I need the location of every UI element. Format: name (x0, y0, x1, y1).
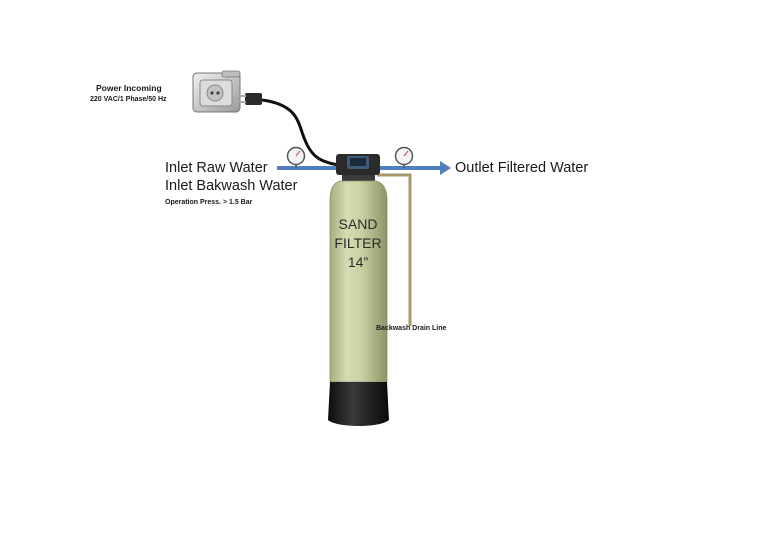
outlet-arrow-icon (440, 161, 451, 175)
tank-base (328, 382, 389, 426)
tank-label-line2: FILTER (334, 235, 382, 251)
backwash-drain-line (377, 173, 412, 326)
tank-label-line1: SAND (338, 216, 378, 232)
control-valve-icon (336, 154, 380, 181)
power-spec: 220 VAC/1 Phase/50 Hz (90, 96, 167, 103)
inlet-raw-label: Inlet Raw Water (165, 160, 268, 176)
operation-press-label: Operation Press. > 1.5 Bar (165, 199, 253, 206)
power-outlet-icon (192, 70, 241, 113)
sand-filter-tank (328, 180, 389, 426)
inlet-pressure-gauge-icon (286, 146, 306, 168)
outlet-label: Outlet Filtered Water (455, 160, 589, 176)
tank-label-line3: 14” (347, 254, 369, 270)
power-title: Power Incoming (96, 83, 162, 93)
drain-label: Backwash Drain Line (376, 325, 447, 332)
power-cable (261, 98, 339, 167)
tank-label: SAND FILTER 14” (328, 215, 388, 272)
inlet-backwash-label: Inlet Bakwash Water (165, 178, 298, 194)
outlet-pressure-gauge-icon (394, 146, 414, 168)
power-plug-icon (239, 93, 262, 105)
